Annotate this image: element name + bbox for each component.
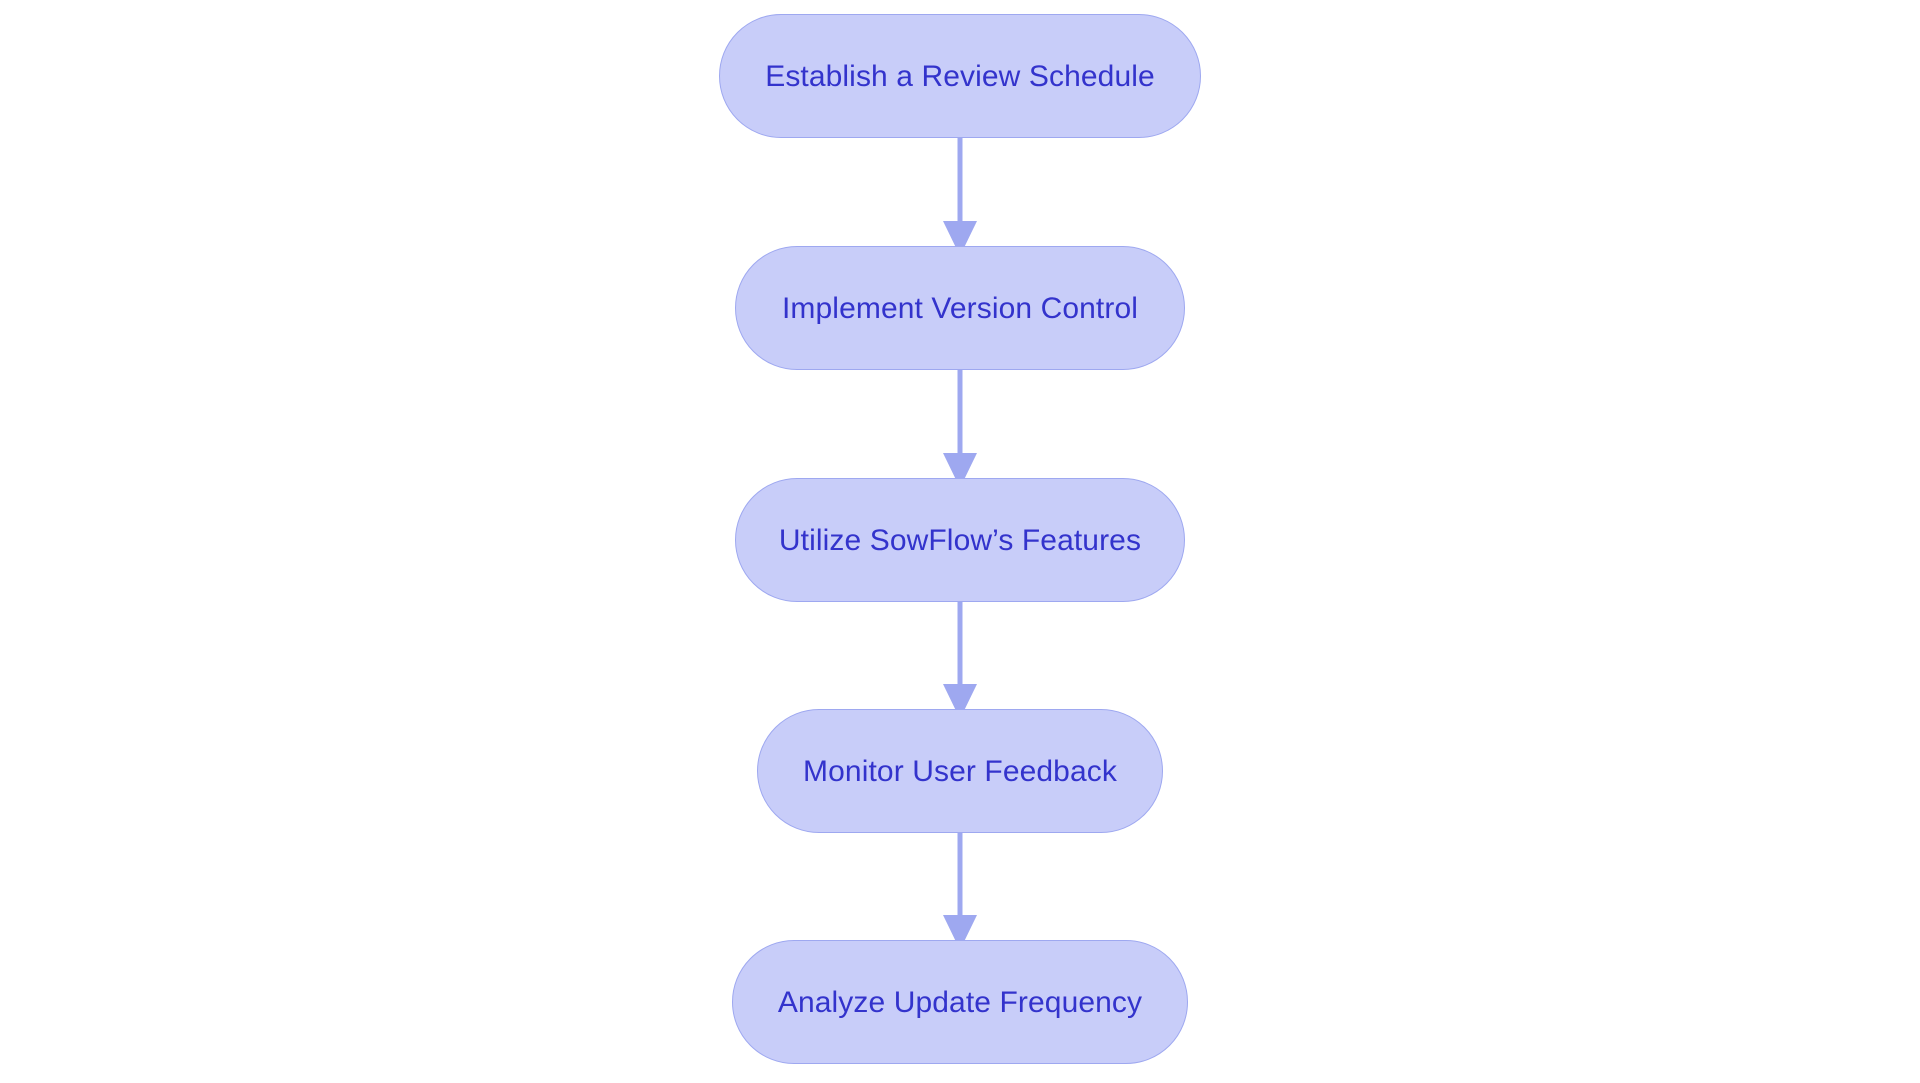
flow-node-implement-version-control[interactable]: Implement Version Control xyxy=(735,246,1185,370)
flow-node-establish-a-review-schedule[interactable]: Establish a Review Schedule xyxy=(719,14,1201,138)
flow-node-label: Monitor User Feedback xyxy=(803,754,1117,788)
flow-node-monitor-user-feedback[interactable]: Monitor User Feedback xyxy=(757,709,1163,833)
flow-node-utilize-sowflow-features[interactable]: Utilize SowFlow’s Features xyxy=(735,478,1185,602)
flow-node-label: Establish a Review Schedule xyxy=(765,59,1155,93)
flow-node-label: Implement Version Control xyxy=(782,291,1138,325)
flow-node-analyze-update-frequency[interactable]: Analyze Update Frequency xyxy=(732,940,1188,1064)
flow-node-label: Utilize SowFlow’s Features xyxy=(778,523,1142,557)
flow-node-label: Analyze Update Frequency xyxy=(777,985,1143,1019)
